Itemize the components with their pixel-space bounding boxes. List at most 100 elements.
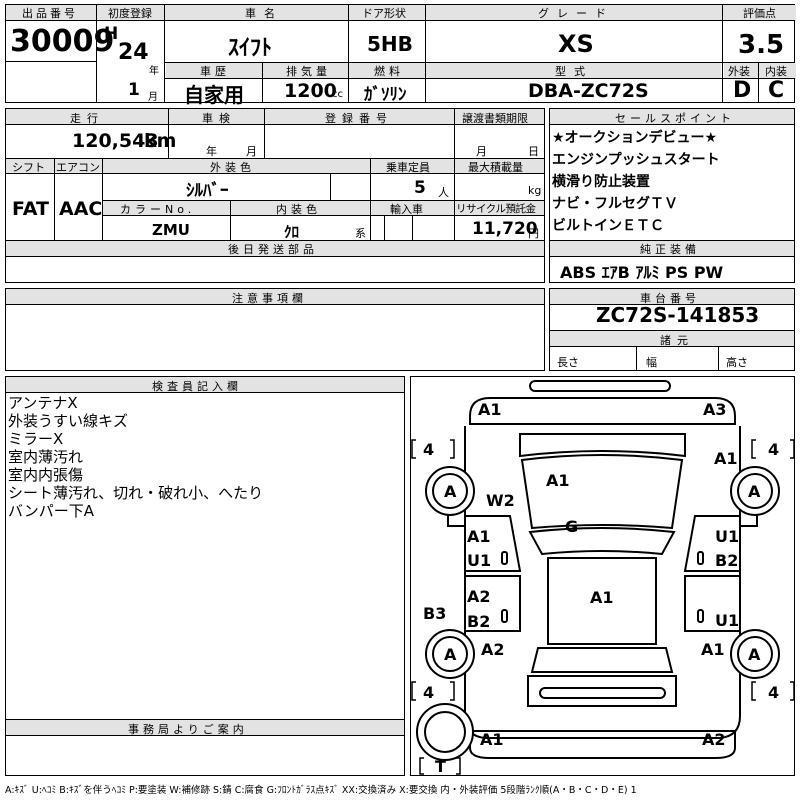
code-left-rear-door-2: B2 xyxy=(467,612,491,631)
inspector-note: 外装うすい線キズ xyxy=(8,412,129,430)
max-load-label: 最大積載量 xyxy=(468,161,523,174)
header-label-strip-2 xyxy=(166,63,721,79)
reg-month: 1 xyxy=(128,80,140,100)
code-right-rear-fender: A1 xyxy=(701,640,725,659)
lot-label: 出品番号 xyxy=(22,7,78,20)
code-right-fender: A1 xyxy=(714,449,738,468)
later-parts-label: 後日発送部品 xyxy=(228,243,318,256)
recycle-unit: 円 xyxy=(528,227,539,240)
model-label: 型式 xyxy=(555,65,593,78)
code-left-front-door-1: A1 xyxy=(467,527,491,546)
door-label: ドア形状 xyxy=(362,7,406,20)
ac-label: エアコン xyxy=(56,161,100,174)
grade-value: XS xyxy=(558,30,594,58)
code-right-front-door-1: U1 xyxy=(715,527,740,546)
model-value: DBA-ZC72S xyxy=(528,80,649,102)
car-name-label: 車名 xyxy=(245,7,283,20)
code-left-quarter: B3 xyxy=(423,604,447,623)
code-tire-fl: 4 xyxy=(423,440,435,459)
code-rear-left-corner: A1 xyxy=(480,730,504,749)
displacement-value: 1200 xyxy=(284,80,337,102)
inspector-note: アンテナX xyxy=(8,394,78,412)
interior-grade: C xyxy=(768,78,785,103)
int-color-label: 内装色 xyxy=(276,203,321,216)
mileage-value: 120,543 xyxy=(72,130,159,152)
sales-point: ビルトインＥＴＣ xyxy=(552,218,664,234)
chassis-value: ZC72S-141853 xyxy=(596,303,760,327)
sales-point: ★オークションデビュー★ xyxy=(552,130,718,146)
interior-label: 内装 xyxy=(765,65,787,78)
code-wheel-rr: A xyxy=(748,645,761,664)
code-spare-tire: T xyxy=(435,757,446,776)
int-color-unit: 系 xyxy=(355,227,366,240)
door-value: 5HB xyxy=(367,32,413,56)
displacement-unit: cc xyxy=(332,89,343,100)
history-label: 車歴 xyxy=(200,65,230,78)
reg-no-label: 登録番号 xyxy=(325,112,393,125)
inspector-label: 検査員記入欄 xyxy=(152,380,242,393)
code-left-front-door-2: U1 xyxy=(467,551,492,570)
mileage-label: 走行 xyxy=(70,112,104,125)
capacity-unit: 人 xyxy=(438,186,449,199)
color-no-label: カラーNo. xyxy=(120,203,196,216)
sales-point: 横滑り防止装置 xyxy=(552,174,650,190)
header-label-strip-3 xyxy=(724,63,796,79)
shift-value: FAT xyxy=(12,198,49,220)
fuel-value: ｶﾞｿﾘﾝ xyxy=(364,85,407,105)
transfer-day-unit: 日 xyxy=(528,145,539,158)
code-left-rear-fender: A2 xyxy=(481,640,505,659)
code-front-right-corner: A3 xyxy=(703,400,727,419)
sales-point: ナビ・フルセグＴＶ xyxy=(552,196,678,212)
code-tire-rl: 4 xyxy=(423,683,435,702)
code-wheel-fr: A xyxy=(748,482,761,501)
inspector-note: 室内内張傷 xyxy=(8,466,84,484)
score-value: 3.5 xyxy=(738,30,785,60)
mileage-unit: km xyxy=(144,130,177,152)
code-wheel-rl: A xyxy=(444,645,457,664)
fuel-label: 燃料 xyxy=(374,65,404,78)
import-label: 輸入車 xyxy=(390,203,423,216)
ac-value: AAC xyxy=(59,198,103,220)
car-diagram xyxy=(411,380,795,775)
chassis-label: 車台番号 xyxy=(640,292,700,305)
shift-label: シフト xyxy=(12,161,45,174)
code-hood: A1 xyxy=(546,471,570,490)
length-label: 長さ xyxy=(557,356,579,369)
exterior-grade: D xyxy=(733,78,752,103)
grade-label: グレード xyxy=(538,7,614,20)
code-rear-right-corner: A2 xyxy=(702,730,726,749)
code-roof: G xyxy=(565,517,579,536)
code-tire-rr: 4 xyxy=(768,683,780,702)
transfer-label: 譲渡書類期限 xyxy=(462,112,528,125)
height-label: 高さ xyxy=(726,356,748,369)
capacity-label: 乗車定員 xyxy=(386,161,430,174)
year-unit: 年 xyxy=(149,66,159,77)
inspection-label: 車検 xyxy=(202,112,236,125)
code-trunk: A1 xyxy=(590,588,614,607)
inspector-note: シート薄汚れ、切れ・破れ小、へたり xyxy=(8,484,264,502)
exterior-label: 外装 xyxy=(728,65,750,78)
equipment-value: ABS ｴｱB ｱﾙﾐ PS PW xyxy=(560,263,724,282)
capacity-value: 5 xyxy=(414,178,426,198)
inspector-note: バンパー下A xyxy=(8,502,95,520)
inspection-year-unit: 年 xyxy=(206,145,217,158)
code-right-rear-door: U1 xyxy=(715,611,740,630)
code-front-left-corner: A1 xyxy=(478,400,502,419)
score-label: 評価点 xyxy=(743,7,776,20)
int-color-value: ｸﾛ xyxy=(284,223,300,241)
code-tire-fr: 4 xyxy=(768,440,780,459)
first-reg-label: 初度登録 xyxy=(108,7,152,20)
sales-point: エンジンプッシュスタート xyxy=(552,152,720,168)
inspection-month-unit: 月 xyxy=(246,145,257,158)
era: H xyxy=(104,24,119,44)
header-label-strip xyxy=(6,5,796,21)
code-windshield-left: W2 xyxy=(486,491,515,510)
color-no-value: ZMU xyxy=(152,221,190,239)
displacement-label: 排気量 xyxy=(286,65,331,78)
recycle-label: リサイクル預託金 xyxy=(456,203,536,215)
specs-label: 諸元 xyxy=(660,334,694,347)
inspector-note: 室内薄汚れ xyxy=(8,448,84,466)
legend-footer: A:ｷｽﾞ U:ﾍｺﾐ B:ｷｽﾞを伴うﾍｺﾐ P:要塗装 W:補修跡 S:錆 … xyxy=(5,785,637,796)
inspector-box xyxy=(5,376,405,776)
history-value: 自家用 xyxy=(184,83,244,107)
